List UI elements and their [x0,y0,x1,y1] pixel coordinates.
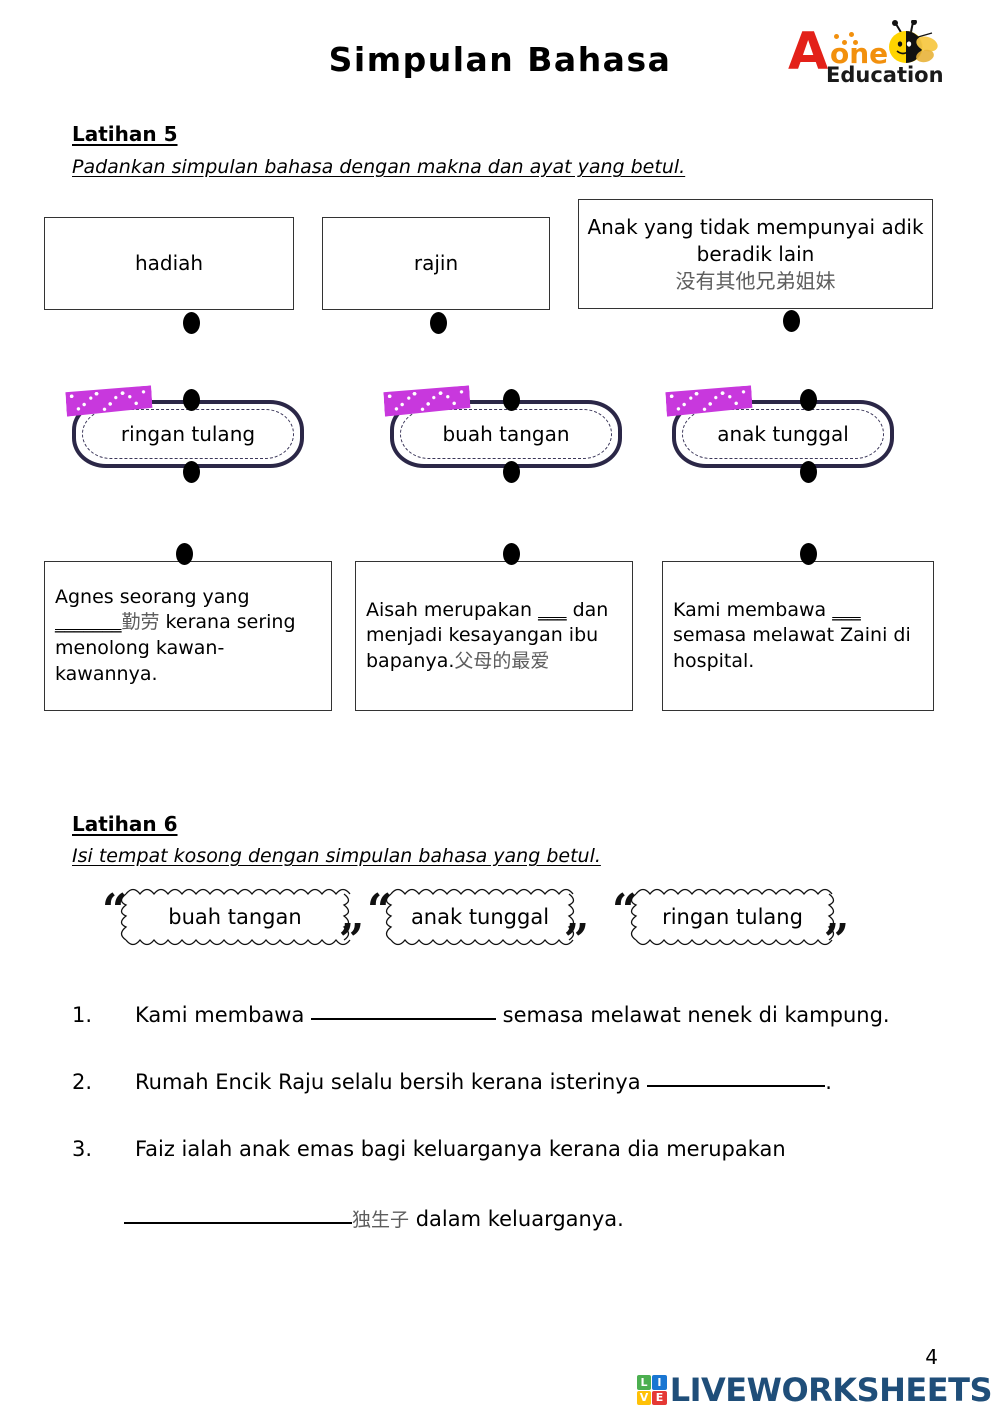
connector-dot-meaning-3[interactable] [783,310,800,332]
wordbank-item-3[interactable]: “ ringan tulang ” [612,884,849,962]
question-number-1: 1. [72,1003,93,1027]
sentence-3-after: semasa melawat Zaini di hospital. [673,624,911,672]
meaning-text-3: Anak yang tidak mempunyai adik beradik l… [587,214,924,266]
logo-sparkle-icon [834,32,858,46]
question-2-part2: . [825,1070,832,1094]
exercise5-label: Latihan 5 [72,122,178,146]
washi-tape-icon-2 [383,385,470,416]
connector-dot-sentence-1[interactable] [176,543,193,565]
connector-dot-idiom-3-top[interactable] [800,389,817,411]
meaning-text-2: rajin [413,251,459,275]
liveworksheets-wordmark: LIVEWORKSHEETS [669,1371,993,1409]
logo-word-one: one [830,37,889,70]
sentence-2-chinese: 父母的最爱 [454,649,550,672]
quote-open-icon-1: “ [102,885,128,936]
tile-e: E [652,1390,667,1405]
question-1-part1: Kami membawa [135,1003,311,1027]
quote-close-icon-1: ” [338,914,364,966]
liveworksheets-logo: L I V E LIVEWORKSHEETS [636,1371,993,1409]
logo-letter-a: A [788,22,829,82]
wordbank-item-1[interactable]: “ buah tangan ” [102,884,364,962]
idiom-card-3[interactable]: anak tunggal [672,400,894,468]
sentence-1-after: kerana sering menolong kawan-kawannya. [55,611,296,685]
connector-dot-idiom-1-bottom[interactable] [183,461,200,483]
brand-logo: A one Education [788,18,948,98]
meaning-box-3[interactable]: Anak yang tidak mempunyai adik beradik l… [578,199,933,309]
connector-dot-idiom-2-bottom[interactable] [503,461,520,483]
idiom-text-3: anak tunggal [717,422,849,446]
washi-tape-icon-1 [65,385,152,416]
connector-dot-sentence-3[interactable] [800,543,817,565]
connector-dot-sentence-2[interactable] [503,543,520,565]
curly-border-icon-1 [120,888,351,946]
wordbank-label-2: anak tunggal [410,905,550,929]
connector-dot-meaning-1[interactable] [183,312,200,334]
idiom-text-2: buah tangan [442,422,570,446]
exercise6-label: Latihan 6 [72,812,178,836]
sentence-1-blank: _______ [55,611,122,634]
idiom-card-2[interactable]: buah tangan [390,400,622,468]
question-3-chinese: 独生子 [352,1209,410,1231]
wordbank-label-3: ringan tulang [662,905,803,929]
live-tiles-icon: L I V E [636,1375,667,1405]
question-number-3: 3. [72,1137,93,1161]
quote-close-icon-2: ” [563,914,589,966]
question-row-3: Faiz ialah anak emas bagi keluarganya ke… [135,1137,786,1161]
bee-icon [880,19,942,72]
sentence-2-after: dan menjadi kesayangan ibu bapanya. [366,598,609,672]
question-1-part2: semasa melawat nenek di kampung. [496,1003,890,1027]
sentence-box-3[interactable]: Kami membawa ___ semasa melawat Zaini di… [662,561,934,711]
sentence-1-chinese: 勤劳 [121,611,160,634]
tile-l: L [636,1375,652,1390]
meaning-box-2[interactable]: rajin [322,217,550,310]
sentence-3-before: Kami membawa [673,598,833,621]
meaning-chinese-3: 没有其他兄弟姐妹 [675,268,836,293]
quote-close-icon-3: ” [823,914,849,966]
page-number: 4 [925,1345,938,1369]
connector-dot-meaning-2[interactable] [430,312,447,334]
exercise6-instruction: Isi tempat kosong dengan simpulan bahasa… [72,845,601,867]
idiom-text-1: ringan tulang [120,422,256,446]
question-2-answer-input[interactable] [647,1085,826,1087]
connector-dot-idiom-2-top[interactable] [503,389,520,411]
wordbank-item-2[interactable]: “ anak tunggal ” [367,884,589,962]
question-row-1: Kami membawa semasa melawat nenek di kam… [135,1003,890,1027]
sentence-box-2[interactable]: Aisah merupakan ___ dan menjadi kesayang… [355,561,633,711]
question-3-part2: dalam keluarganya. [409,1207,624,1231]
wordbank-label-1: buah tangan [168,905,302,929]
sentence-3-blank: ___ [832,598,861,621]
quote-open-icon-3: “ [612,885,638,936]
question-1-answer-input[interactable] [311,1018,496,1020]
connector-dot-idiom-3-bottom[interactable] [800,461,817,483]
connector-dot-idiom-1-top[interactable] [183,389,200,411]
question-2-part1: Rumah Encik Raju selalu bersih kerana is… [135,1070,648,1094]
sentence-box-1[interactable]: Agnes seorang yang _______勤劳 kerana seri… [44,561,332,711]
question-3-part1: Faiz ialah anak emas bagi keluarganya ke… [135,1137,786,1161]
quote-open-icon-2: “ [367,885,393,936]
page-title: Simpulan Bahasa [328,40,672,79]
question-row-3-line2: 独生子 dalam keluarganya. [124,1205,624,1232]
question-3-answer-input[interactable] [124,1222,352,1224]
question-number-2: 2. [72,1070,93,1094]
tile-i: I [652,1375,667,1390]
tile-v: V [636,1390,652,1405]
sentence-2-blank: ___ [538,598,567,621]
sentence-1-before: Agnes seorang yang [55,585,250,608]
curly-border-icon-2 [385,888,575,946]
meaning-text-1: hadiah [134,251,204,275]
meaning-box-1[interactable]: hadiah [44,217,294,310]
logo-subtitle: Education [826,63,944,87]
washi-tape-icon-3 [665,385,752,416]
sentence-2-before: Aisah merupakan [366,598,539,621]
exercise5-instruction: Padankan simpulan bahasa dengan makna da… [72,156,686,178]
curly-border-icon-3 [630,888,835,946]
question-row-2: Rumah Encik Raju selalu bersih kerana is… [135,1070,832,1094]
idiom-card-1[interactable]: ringan tulang [72,400,304,468]
